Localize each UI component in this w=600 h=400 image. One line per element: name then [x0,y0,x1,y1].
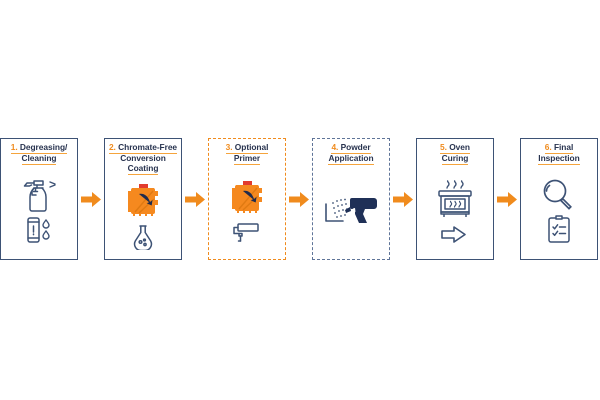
step-2-icons [105,175,181,259]
step-5-title-line2: Curing [441,153,468,166]
right-arrow-icon [81,191,101,207]
step-1-degreasing-cleaning[interactable]: 1. Degreasing/ Cleaning [0,138,78,260]
step-6-title: 6. Final Inspection [521,139,597,166]
curing-oven-icon [432,179,478,223]
step-3-icons [209,165,285,259]
right-arrow-icon [185,191,205,207]
arrow-outline-icon [440,225,470,244]
chemical-jerrycan-icon [119,182,167,222]
cleaner-bottle-droplets-icon [19,215,59,245]
step-1-number: 1. [10,142,18,152]
step-1-icons [1,165,77,259]
step-6-final-inspection[interactable]: 6. Final Inspection [520,138,598,260]
step-4-title-line1: Powder [340,142,371,152]
right-arrow-icon [497,191,517,207]
step-2-title-line3: Coating [127,163,158,175]
step-6-title-line2: Inspection [538,153,580,166]
step-6-title-line1: Final [553,142,574,152]
connector-5 [494,138,520,260]
step-5-title-line1: Oven [449,142,470,152]
step-1-title-line1: Degreasing/ [19,142,68,152]
step-1-title-line2: Cleaning [21,153,57,166]
step-5-number: 5. [440,142,447,152]
step-3-optional-primer[interactable]: 3. Optional Primer [208,138,286,260]
step-4-title: 4. Powder Application [313,139,389,166]
step-5-title: 5. Oven Curing [417,139,493,166]
step-2-title-line1: Chromate-Free [118,142,178,152]
step-2-chromate-free-conversion-coating[interactable]: 2. Chromate-Free Conversion Coating [104,138,182,260]
right-arrow-icon [289,191,309,207]
step-2-title: 2. Chromate-Free Conversion Coating [105,139,181,175]
paint-roller-icon [229,221,265,243]
step-3-title-line1: Optional [234,142,269,152]
checklist-clipboard-icon [543,214,575,244]
right-arrow-icon [393,191,413,207]
magnifying-glass-icon [540,178,578,212]
powder-spray-gun-icon [322,191,380,231]
step-3-title: 3. Optional Primer [209,139,285,166]
connector-1 [78,138,104,260]
step-6-icons [521,165,597,259]
connector-2 [182,138,208,260]
step-6-number: 6. [544,142,552,152]
step-4-powder-application[interactable]: 4. Powder Application [312,138,390,260]
flow-row: 1. Degreasing/ Cleaning [0,138,600,260]
flask-icon [129,224,157,250]
step-3-number: 3. [225,142,233,152]
connector-4 [390,138,416,260]
step-2-title-line2: Conversion [120,153,166,164]
step-4-title-line2: Application [328,153,374,166]
chemical-jerrycan-icon [223,179,271,219]
connector-3 [286,138,312,260]
step-1-title: 1. Degreasing/ Cleaning [1,139,77,166]
step-5-oven-curing[interactable]: 5. Oven Curing [416,138,494,260]
step-3-title-line2: Primer [233,153,260,166]
step-2-number: 2. [108,142,116,152]
step-5-icons [417,165,493,259]
step-4-number: 4. [331,142,339,152]
spray-bottle-icon [17,177,61,213]
step-4-icons [313,165,389,259]
